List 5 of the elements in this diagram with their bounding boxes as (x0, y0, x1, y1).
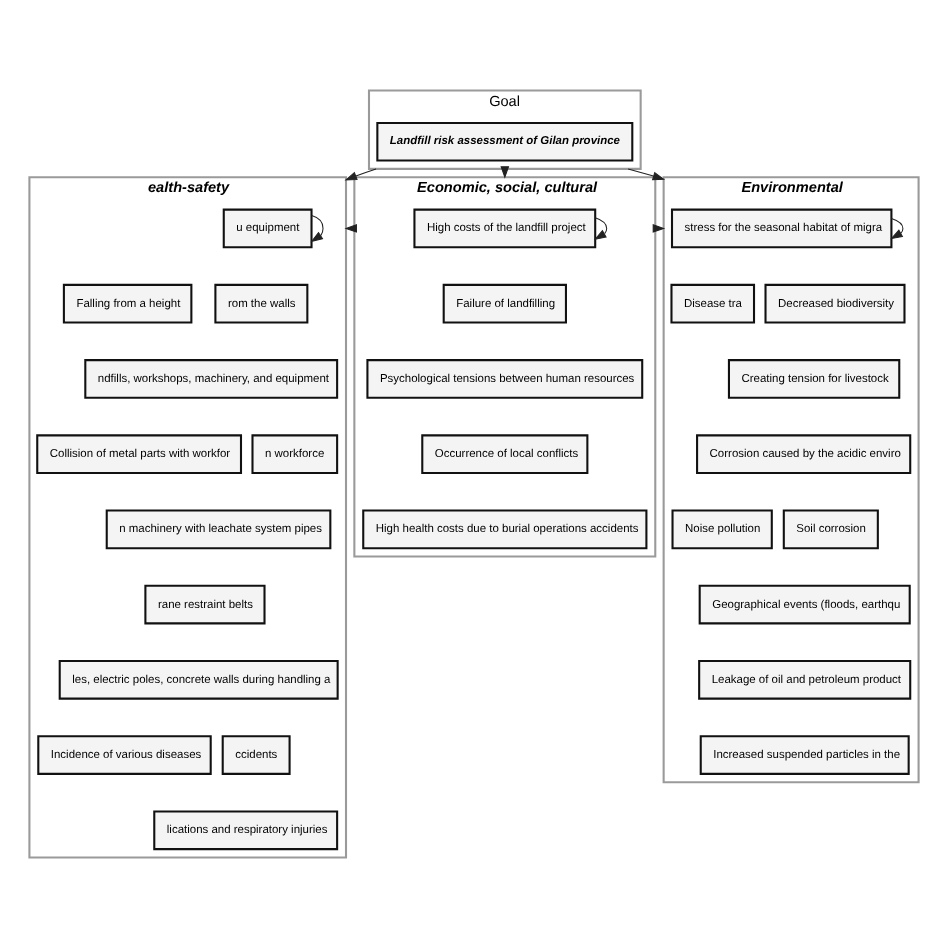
arrow (310, 215, 324, 243)
arrow (627, 168, 666, 181)
arrow (890, 217, 904, 240)
arrow (344, 168, 377, 181)
arrow (593, 217, 608, 240)
